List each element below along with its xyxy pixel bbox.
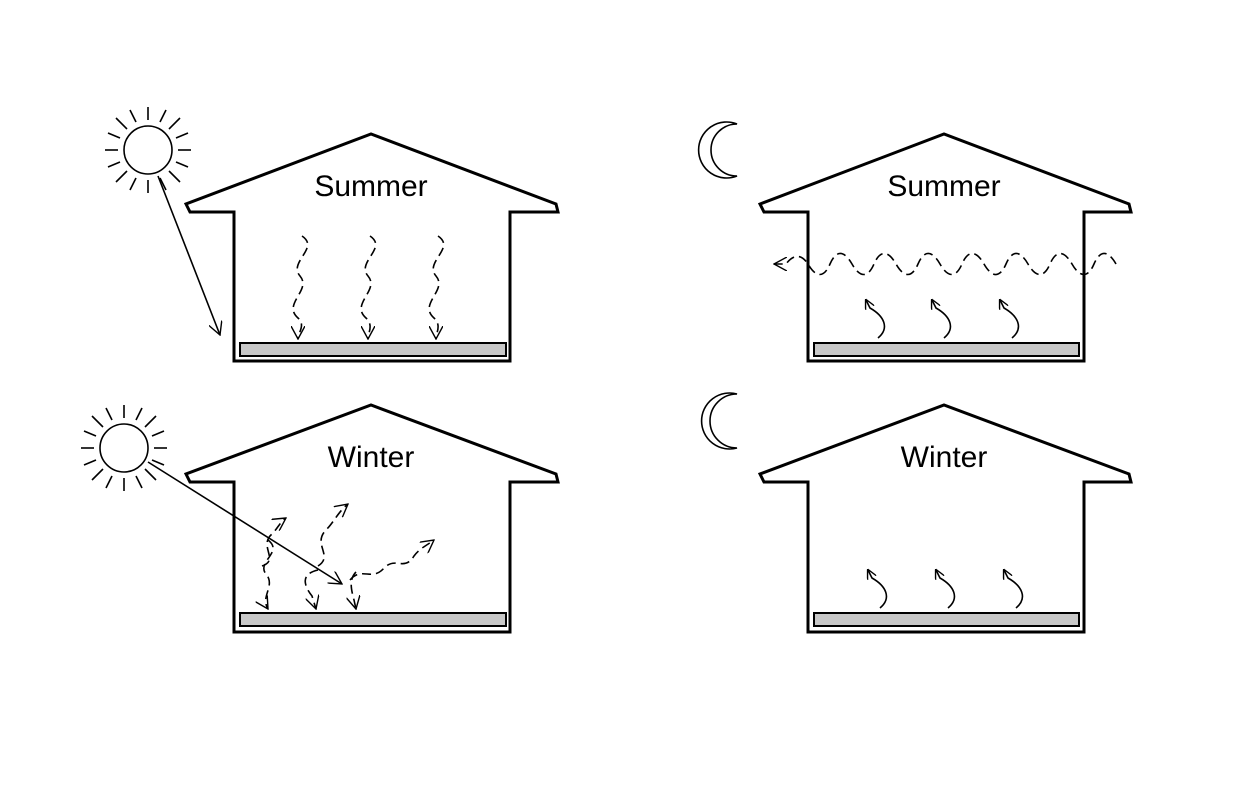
panel-summer-night: Summer — [697, 121, 1133, 363]
season-label: Winter — [901, 441, 988, 474]
sun-ray-arrow — [147, 461, 342, 584]
panel-winter-day: Winter — [81, 403, 560, 634]
house-outline — [183, 132, 560, 363]
panel-winter-night: Winter — [700, 392, 1133, 634]
heat-escape-wave — [774, 252, 1117, 276]
floor-slab — [813, 342, 1080, 357]
sun-icon — [81, 405, 167, 491]
reflected-waves-up — [261, 504, 434, 581]
moon-icon — [697, 121, 738, 179]
sun-ray-arrow — [157, 175, 220, 335]
season-label: Winter — [328, 441, 415, 474]
house-outline — [757, 403, 1133, 634]
season-label: Summer — [314, 170, 427, 203]
radiation-waves-down — [293, 235, 445, 339]
sun-icon — [105, 107, 191, 193]
floor-slab — [239, 342, 507, 357]
house-outline — [183, 403, 560, 634]
rising-heat-arrows — [868, 570, 1024, 609]
radiation-waves-down — [264, 539, 356, 609]
moon-icon — [700, 392, 738, 450]
floor-slab — [813, 612, 1080, 627]
floor-slab — [239, 612, 507, 627]
rising-heat-arrows — [866, 300, 1020, 339]
season-label: Summer — [887, 170, 1000, 203]
panel-summer-day: Summer — [105, 107, 560, 363]
house-outline — [757, 132, 1133, 363]
